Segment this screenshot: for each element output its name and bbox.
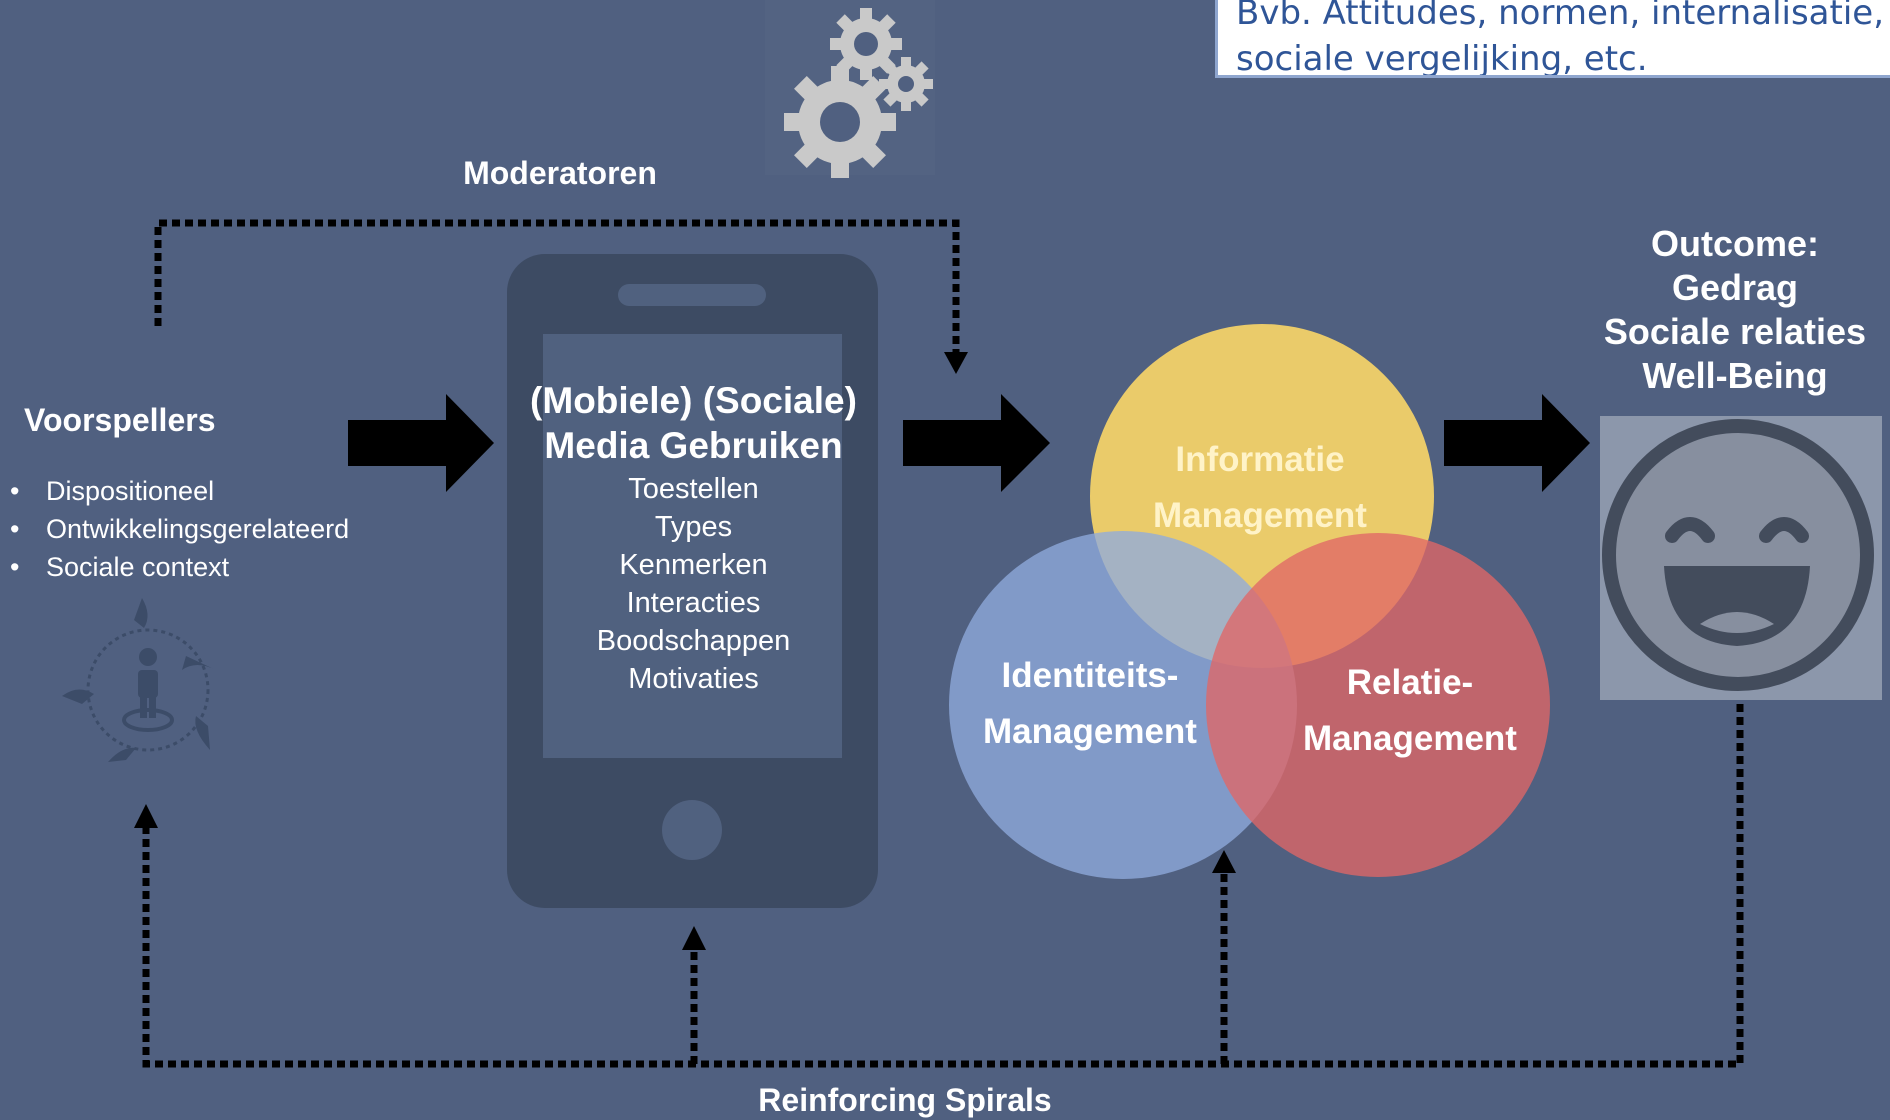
moderator-connector <box>154 219 960 352</box>
venn-circle-relatie <box>1206 533 1550 877</box>
venn-diagram <box>949 324 1550 879</box>
list-item: Interacties <box>626 587 761 619</box>
moderator-arrowhead <box>944 352 968 374</box>
note-line-1: Bvb. Attitudes, normen, internalisatie, <box>1236 0 1885 33</box>
gears-icon <box>765 0 935 178</box>
list-item: •Dispositioneel <box>10 476 215 506</box>
arrow-predictors-to-media <box>348 394 494 492</box>
media-usage-block: (Mobiele) (Sociale) Media Gebruiken Toes… <box>500 378 887 698</box>
arrow-media-to-venn <box>903 394 1050 492</box>
list-item: Kenmerken <box>619 549 768 581</box>
list-item: Boodschappen <box>596 625 791 657</box>
venn-label-informatie: Informatie Management <box>1153 440 1367 535</box>
person-cycle-icon <box>62 598 216 762</box>
predictors-list: •Dispositioneel •Ontwikkelingsgerelateer… <box>10 472 349 586</box>
outcome-label: Outcome: Gedrag Sociale relaties Well-Be… <box>1603 223 1867 396</box>
reinforcing-arrowhead-media <box>682 926 706 950</box>
venn-circle-identiteit <box>949 531 1297 879</box>
list-item: Motivaties <box>628 663 759 695</box>
reinforcing-arrowhead-venn <box>1212 850 1236 873</box>
list-item: Toestellen <box>628 473 759 505</box>
laughing-face-icon <box>1600 416 1882 700</box>
reinforcing-spirals-label: Reinforcing Spirals <box>758 1082 1052 1118</box>
arrow-venn-to-outcome <box>1444 394 1590 492</box>
media-usage-items: Toestellen Types Kenmerken Interacties B… <box>500 470 887 698</box>
list-item: Types <box>654 511 733 543</box>
venn-label-relatie: Relatie- Management <box>1303 663 1517 758</box>
note-line-2: sociale vergelijking, etc. <box>1236 38 1648 78</box>
reinforcing-connector <box>142 704 1744 1068</box>
list-item: •Sociale context <box>10 552 230 582</box>
note-box: Bvb. Attitudes, normen, internalisatie, … <box>1215 0 1890 78</box>
predictors-title: Voorspellers <box>24 402 216 438</box>
reinforcing-arrowhead-predictors <box>134 804 158 828</box>
smartphone-icon <box>507 254 878 908</box>
media-usage-title: (Mobiele) (Sociale) Media Gebruiken <box>530 380 857 466</box>
moderators-label: Moderatoren <box>463 155 657 191</box>
venn-label-identiteit: Identiteits- Management <box>983 656 1197 751</box>
list-item: •Ontwikkelingsgerelateerd <box>10 514 350 544</box>
